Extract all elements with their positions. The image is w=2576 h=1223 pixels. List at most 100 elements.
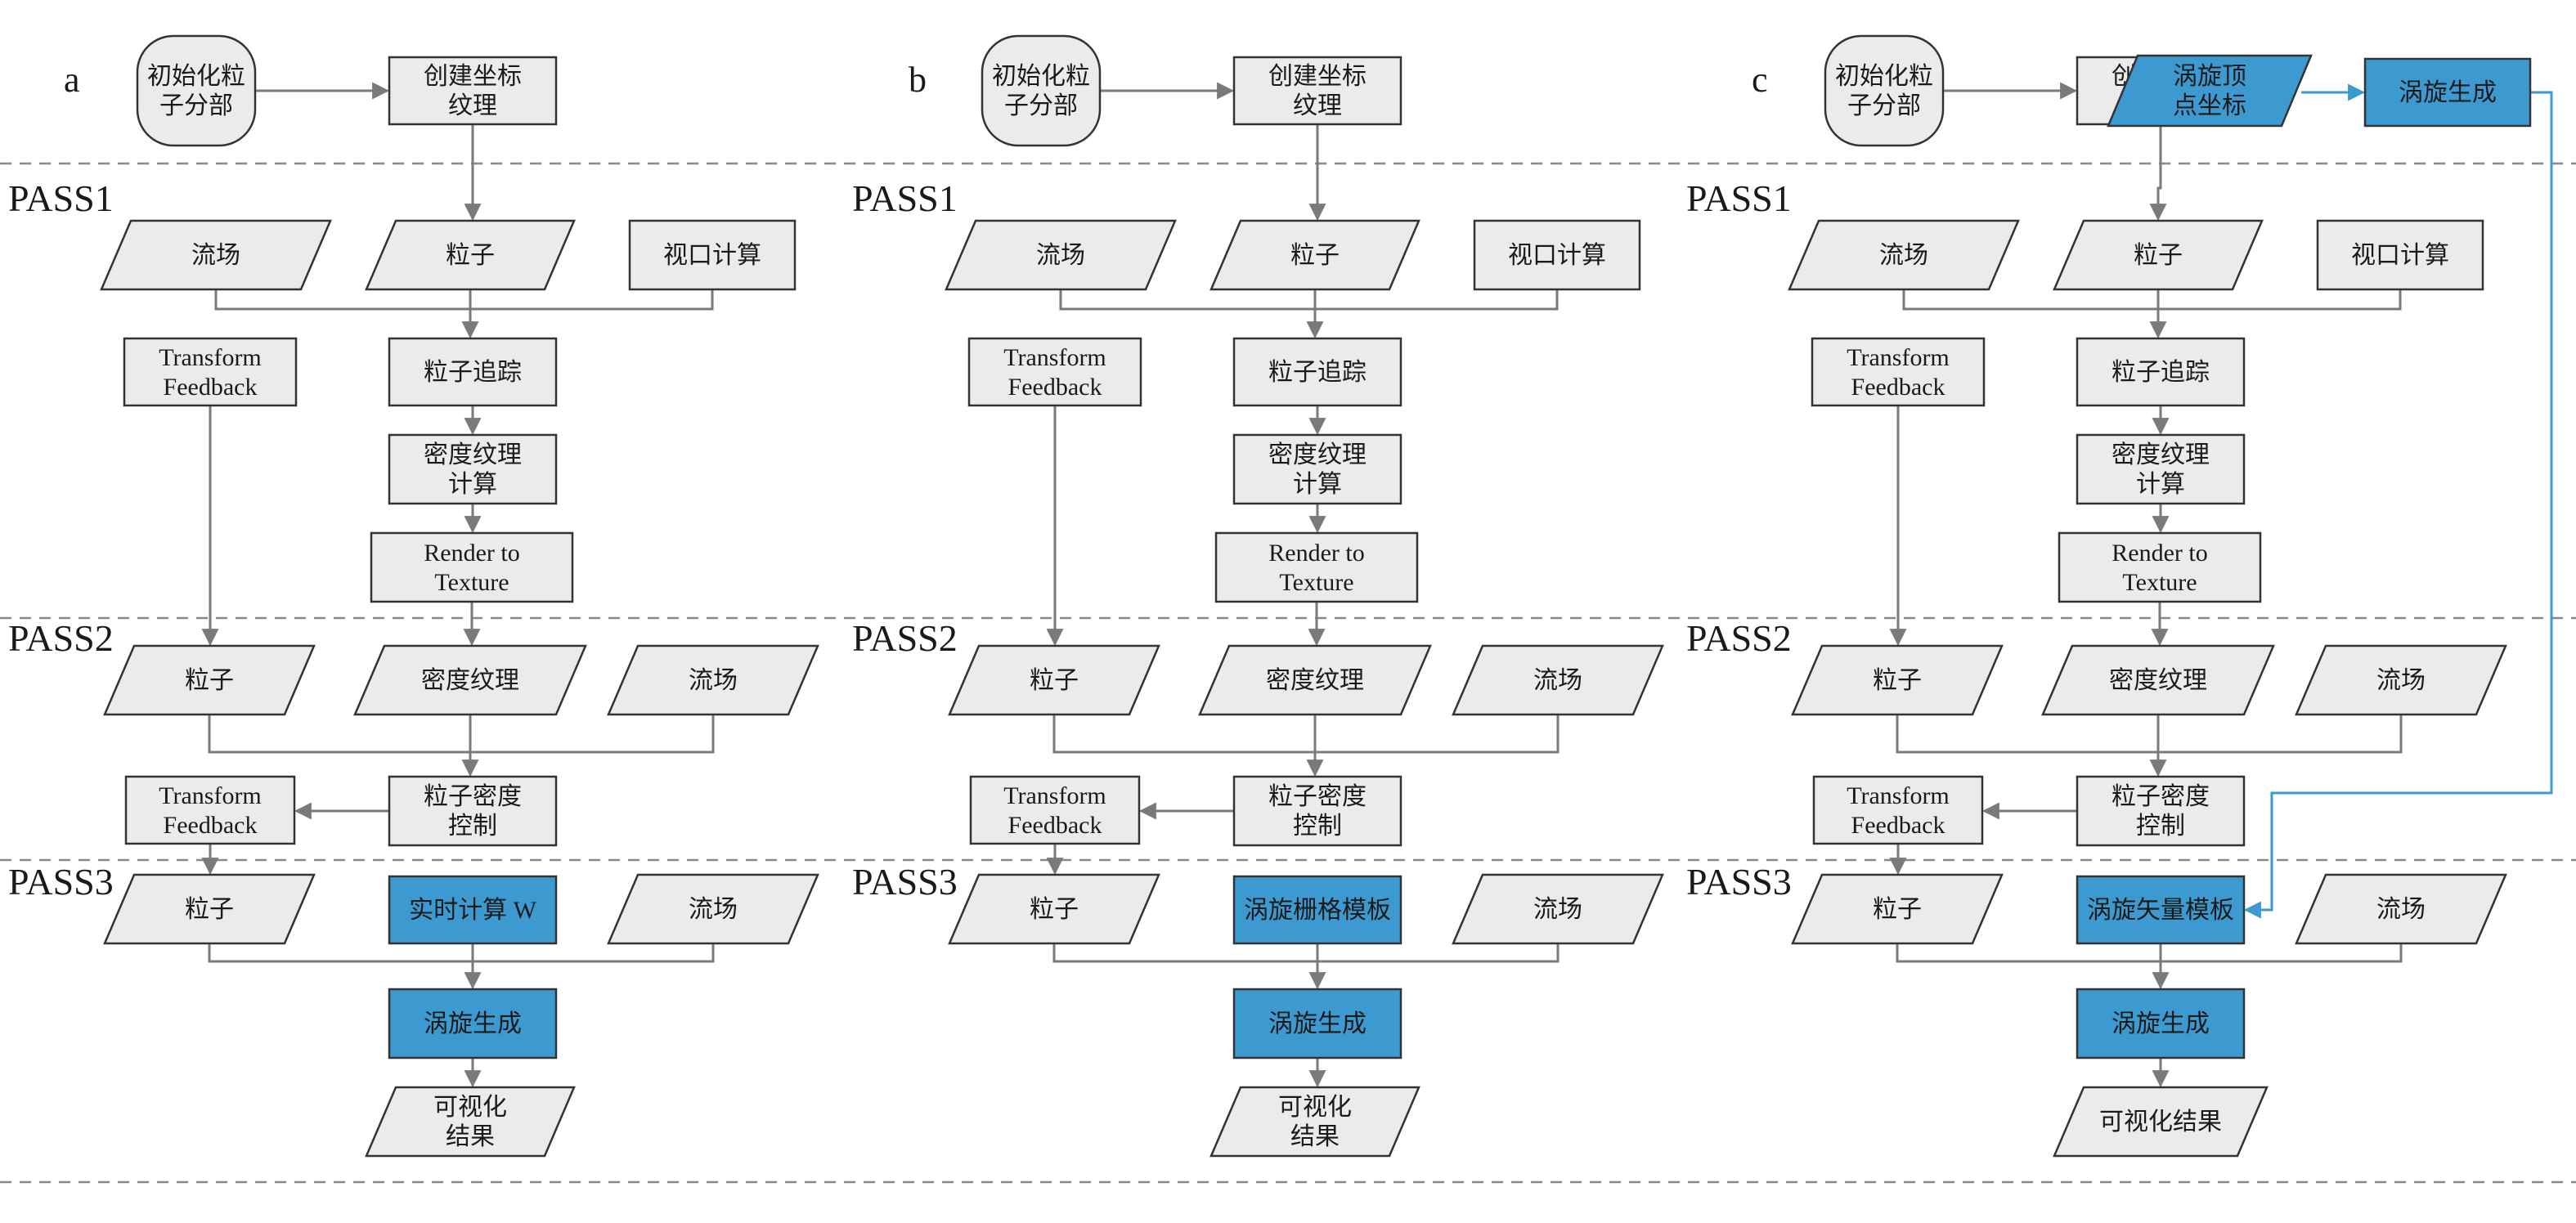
node-label: Feedback [164,374,258,401]
bus-pass1 [1902,289,2402,311]
node-shape [1791,644,2004,716]
pass3-result-node: 可视化结果 [2053,1086,2269,1158]
nodes: 初始化粒子分部创建坐标纹理流场粒子视口计算TransformFeedback粒子… [945,34,1664,1158]
pass2-flow-field-node: 流场 [607,644,819,716]
node-label: Render to [424,540,519,567]
pass1-viewport-node: 视口计算 [628,219,797,291]
node-shape [1232,433,1402,505]
pass2-density-texture-node: 密度纹理 [2041,644,2275,716]
pass3-particles-node: 粒子 [1791,873,2004,945]
node-shape [969,775,1141,845]
pass3-particles-node: 粒子 [103,873,316,945]
node-label: 粒子 [1030,667,1079,694]
connectors [201,82,715,1088]
node-shape [123,337,298,407]
node-shape [1452,644,1664,716]
pass2-flow-field-node: 流场 [2295,644,2507,716]
node-label: Transform [159,344,262,371]
node-label: 可视化结果 [2099,1109,2222,1136]
pass1-flow-field-node: 流场 [1788,219,2020,291]
pass-label-3: PASS3 [1686,861,1792,903]
node-shape [2076,433,2246,505]
node-shape [136,34,257,147]
node-label: 粒子 [1290,242,1340,269]
pass-label-2: PASS2 [1686,617,1792,659]
node-label: 视口计算 [1508,242,1606,269]
node-label: 子分部 [1004,92,1078,119]
pass-label-3: PASS3 [852,861,958,903]
node-label: 控制 [448,813,497,840]
node-shape [353,644,587,716]
pass1-viewport-node: 视口计算 [1473,219,1641,291]
node-label: 初始化粒 [1835,63,1933,90]
node-label: 控制 [2136,813,2185,840]
node-shape [2058,531,2262,603]
node-shape [628,219,797,291]
node-label: 密度纹理 [2109,667,2207,694]
pass-label-1: PASS1 [1686,177,1792,219]
connectors [1046,82,1560,1088]
node-label: Feedback [1851,374,1945,401]
node-shape [1232,775,1402,847]
pass-label-1: PASS1 [852,177,958,219]
node-shape [1214,531,1419,603]
pass1-flow-field-node: 流场 [100,219,332,291]
node-shape [945,219,1177,291]
node-label: 粒子 [2134,242,2183,269]
pass3-template-node: 涡旋栅格模板 [1232,875,1402,945]
node-label: 粒子 [1873,896,1922,923]
node-shape [103,873,316,945]
node-label: 粒子密度 [1268,783,1367,810]
node-label: Render to [2112,540,2207,567]
pass-label-1: PASS1 [8,177,114,219]
pass3-vortex-generation-node: 涡旋生成 [1232,988,1402,1059]
panel-b: 初始化粒子分部创建坐标纹理流场粒子视口计算TransformFeedback粒子… [909,34,1664,1158]
panel-c: 初始化粒子分部创建坐标纹理涡旋顶点坐标涡旋生成流场粒子视口计算Transform… [1752,34,2553,1158]
node-label: 密度纹理 [1266,667,1364,694]
node-label: 纹理 [1293,92,1342,119]
bus-pass1 [214,289,714,311]
pass2-particles-node: 粒子 [103,644,316,716]
node-shape [1232,875,1402,945]
node-label: 实时计算 W [409,897,536,924]
node-shape [1812,775,1984,845]
node-label: 点坐标 [2173,92,2246,119]
pass-separators [0,162,2576,1184]
node-shape [981,34,1102,147]
node-shape [1791,873,2004,945]
node-label: Feedback [1008,374,1102,401]
arrow-coord-to-particle [2149,124,2167,222]
pass3-template-node: 涡旋矢量模板 [2076,875,2246,945]
node-label: 创建坐标 [1268,63,1367,90]
node-label: Feedback [1008,812,1102,839]
pass3-flow-field-node: 流场 [2295,873,2507,945]
node-label: 初始化粒 [147,63,245,90]
node-shape [2053,219,2264,291]
node-label: 视口计算 [2351,242,2449,269]
node-shape [1824,34,1945,147]
node-label: 粒子 [185,667,234,694]
node-shape [1452,873,1664,945]
node-shape [2041,644,2275,716]
node-label: 视口计算 [663,242,761,269]
node-label: Render to [1268,540,1364,567]
node-shape [365,219,576,291]
pass1-viewport-node: 视口计算 [2316,219,2484,291]
node-label: Texture [434,569,509,596]
node-label: 粒子 [1873,667,1922,694]
node-label: 结果 [1290,1123,1340,1150]
